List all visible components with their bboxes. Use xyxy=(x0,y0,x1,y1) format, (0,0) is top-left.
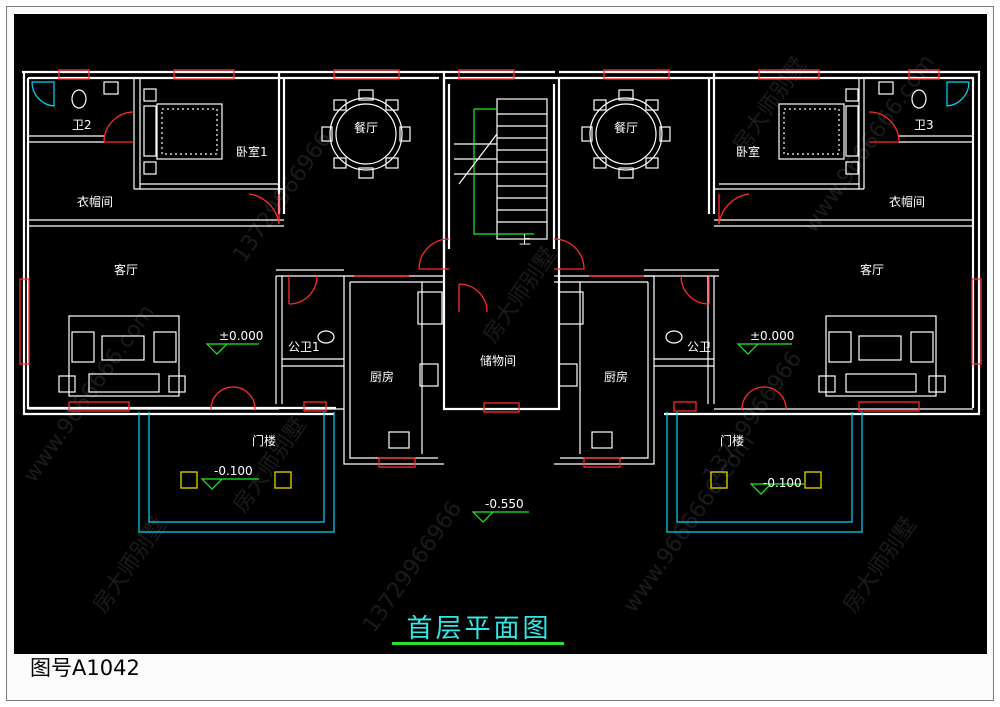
room-label-kitchen-left: 厨房 xyxy=(370,369,394,384)
title-underline xyxy=(392,642,564,645)
room-label-bedroom1: 卧室1 xyxy=(236,144,268,159)
windows xyxy=(19,69,982,468)
room-label-bath3: 卫3 xyxy=(914,118,934,132)
elevation-porch-left: -0.100 xyxy=(214,464,253,478)
sofa-set-left xyxy=(58,315,186,397)
bed-right xyxy=(778,88,859,175)
room-label-public-bath: 公卫 xyxy=(687,340,711,354)
room-label-dining-right: 餐厅 xyxy=(614,120,638,135)
sofa-set-right xyxy=(818,315,946,397)
floor-plan: 13729966966 房大师别墅 www.9666666.com 137299… xyxy=(18,50,982,637)
bath-fixtures xyxy=(31,81,970,344)
room-label-kitchen-right: 厨房 xyxy=(604,369,628,384)
room-label-porch-right: 门楼 xyxy=(720,433,744,448)
room-label-closet-right: 衣帽间 xyxy=(889,194,925,209)
doors xyxy=(103,111,900,410)
room-label-bath2: 卫2 xyxy=(72,118,92,132)
drawing-title: 首层平面图 xyxy=(406,614,552,644)
stair-up-label: 上 xyxy=(519,233,531,247)
porches xyxy=(138,412,863,533)
watermark-brand: 房大师别墅 xyxy=(478,243,562,347)
watermark-phone: 13729966966 xyxy=(698,347,807,487)
cad-canvas: 13729966966 房大师别墅 www.9666666.com 137299… xyxy=(14,14,987,654)
left-unit-walls xyxy=(28,78,444,465)
room-label-closet-left: 衣帽间 xyxy=(77,194,113,209)
room-label-storage: 储物间 xyxy=(480,353,516,368)
room-label-public-bath1: 公卫1 xyxy=(288,340,320,354)
watermark-brand: 房大师别墅 xyxy=(728,53,812,157)
room-label-dining-left: 餐厅 xyxy=(354,120,378,135)
right-unit-walls xyxy=(554,78,973,465)
bed-left xyxy=(143,88,223,175)
elevation-marks: ±0.000 ±0.000 -0.100 -0.100 -0.550 xyxy=(200,329,804,523)
room-labels: 卫2 卫3 卧室1 卧室 餐厅 餐厅 衣帽间 衣帽间 客厅 客厅 公卫1 公卫 … xyxy=(72,118,934,448)
drawing-number: 图号A1042 xyxy=(30,656,140,680)
outer-walls xyxy=(22,70,981,416)
kitchen-fixtures xyxy=(388,282,613,454)
room-label-porch-left: 门楼 xyxy=(252,433,276,448)
elevation-outdoor: -0.550 xyxy=(485,497,524,511)
dining-table-right xyxy=(581,89,671,179)
room-label-living-right: 客厅 xyxy=(860,262,884,277)
staircase: 上 xyxy=(454,98,548,247)
room-label-living-left: 客厅 xyxy=(114,262,138,277)
elevation-living-left: ±0.000 xyxy=(219,329,263,343)
elevation-living-right: ±0.000 xyxy=(750,329,794,343)
dining-table-left xyxy=(321,89,411,179)
elevation-porch-right: -0.100 xyxy=(763,476,802,490)
room-label-bedroom-right: 卧室 xyxy=(736,144,760,159)
watermark-brand: 房大师别墅 xyxy=(838,513,922,617)
watermark-brand: 房大师别墅 xyxy=(88,513,172,617)
